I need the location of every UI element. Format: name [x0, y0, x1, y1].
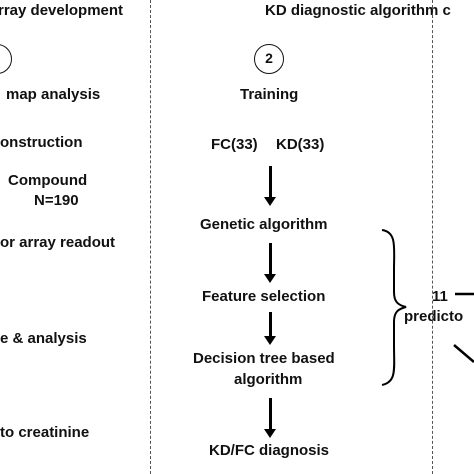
col1-item-compound-count: N=190	[34, 192, 79, 209]
col1-item-compound: Compound	[8, 172, 88, 189]
col1-item-creatinine: to creatinine	[0, 424, 90, 441]
col1-step-label: map analysis	[6, 86, 101, 103]
col2-heading: KD diagnostic algorithm c	[265, 2, 451, 19]
input-kd-count: KD(33)	[276, 136, 325, 153]
step-decision-tree-line2: algorithm	[234, 371, 303, 388]
predictor-label: predicto	[404, 308, 464, 325]
arrow-to-diagnosis	[264, 398, 276, 438]
step-kd-fc-diagnosis: KD/FC diagnosis	[209, 442, 330, 459]
step-decision-tree-line1: Decision tree based	[193, 350, 335, 367]
arrow-to-decision-tree	[264, 312, 276, 345]
arrow-to-genetic-algorithm	[264, 166, 276, 206]
predictor-arrow-line	[453, 344, 474, 363]
col1-item-readout: or array readout	[0, 234, 116, 251]
col1-item-analysis: e & analysis	[0, 330, 87, 347]
step-genetic-algorithm: Genetic algorithm	[200, 216, 328, 233]
column-divider-left	[150, 0, 151, 474]
predictor-count: 11	[432, 288, 448, 305]
arrow-to-feature-selection	[264, 243, 276, 283]
step-2-circle: 2	[254, 44, 284, 74]
column-divider-right	[432, 0, 433, 474]
col1-item-construction: onstruction	[0, 134, 83, 151]
input-fc-count: FC(33)	[211, 136, 258, 153]
col1-heading: rray development	[0, 2, 124, 19]
step-feature-selection: Feature selection	[202, 288, 326, 305]
col2-step-label: Training	[240, 86, 299, 103]
